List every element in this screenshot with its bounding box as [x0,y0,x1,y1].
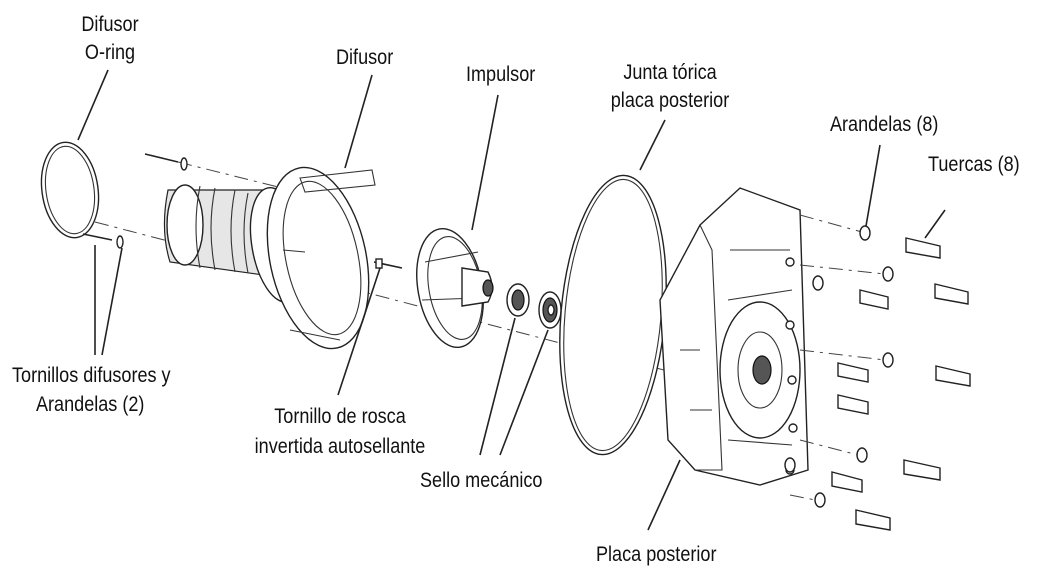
diffuser-ring-part [266,166,376,350]
leader-lines [77,69,946,531]
label-arandelas: Arandelas (8) [830,113,939,136]
back-plate-part [659,187,809,486]
label-sello: Sello mecánico [420,469,543,492]
label-junta-2: placa posterior [610,89,730,112]
label-tuercas: Tuercas (8) [928,153,1020,176]
axis-line-upper [149,154,291,191]
label-difusor: Difusor [336,46,394,69]
backplate-oring-part [559,174,667,456]
diffuser-screws-part [82,153,188,249]
label-impulsor: Impulsor [466,63,536,86]
label-tornillos-1: Tornillos difusores y [12,364,171,387]
label-tornillo-rosca-1: Tornillo de rosca [274,405,406,428]
label-placa: Placa posterior [596,543,717,566]
label-difusor-oring-1: Difusor [81,13,139,36]
impeller-part [416,227,494,349]
label-difusor-oring-2: O-ring [84,41,136,64]
mechanical-seal-part [506,283,562,329]
label-tornillos-2: Arandelas (2) [36,393,145,416]
label-junta-1: Junta tórica [623,61,717,84]
washers-and-nuts-part [784,214,971,531]
diffuser-oring-part [40,141,100,239]
label-tornillo-rosca-2: invertida autosellante [254,435,426,458]
reverse-screw-part [373,258,403,269]
